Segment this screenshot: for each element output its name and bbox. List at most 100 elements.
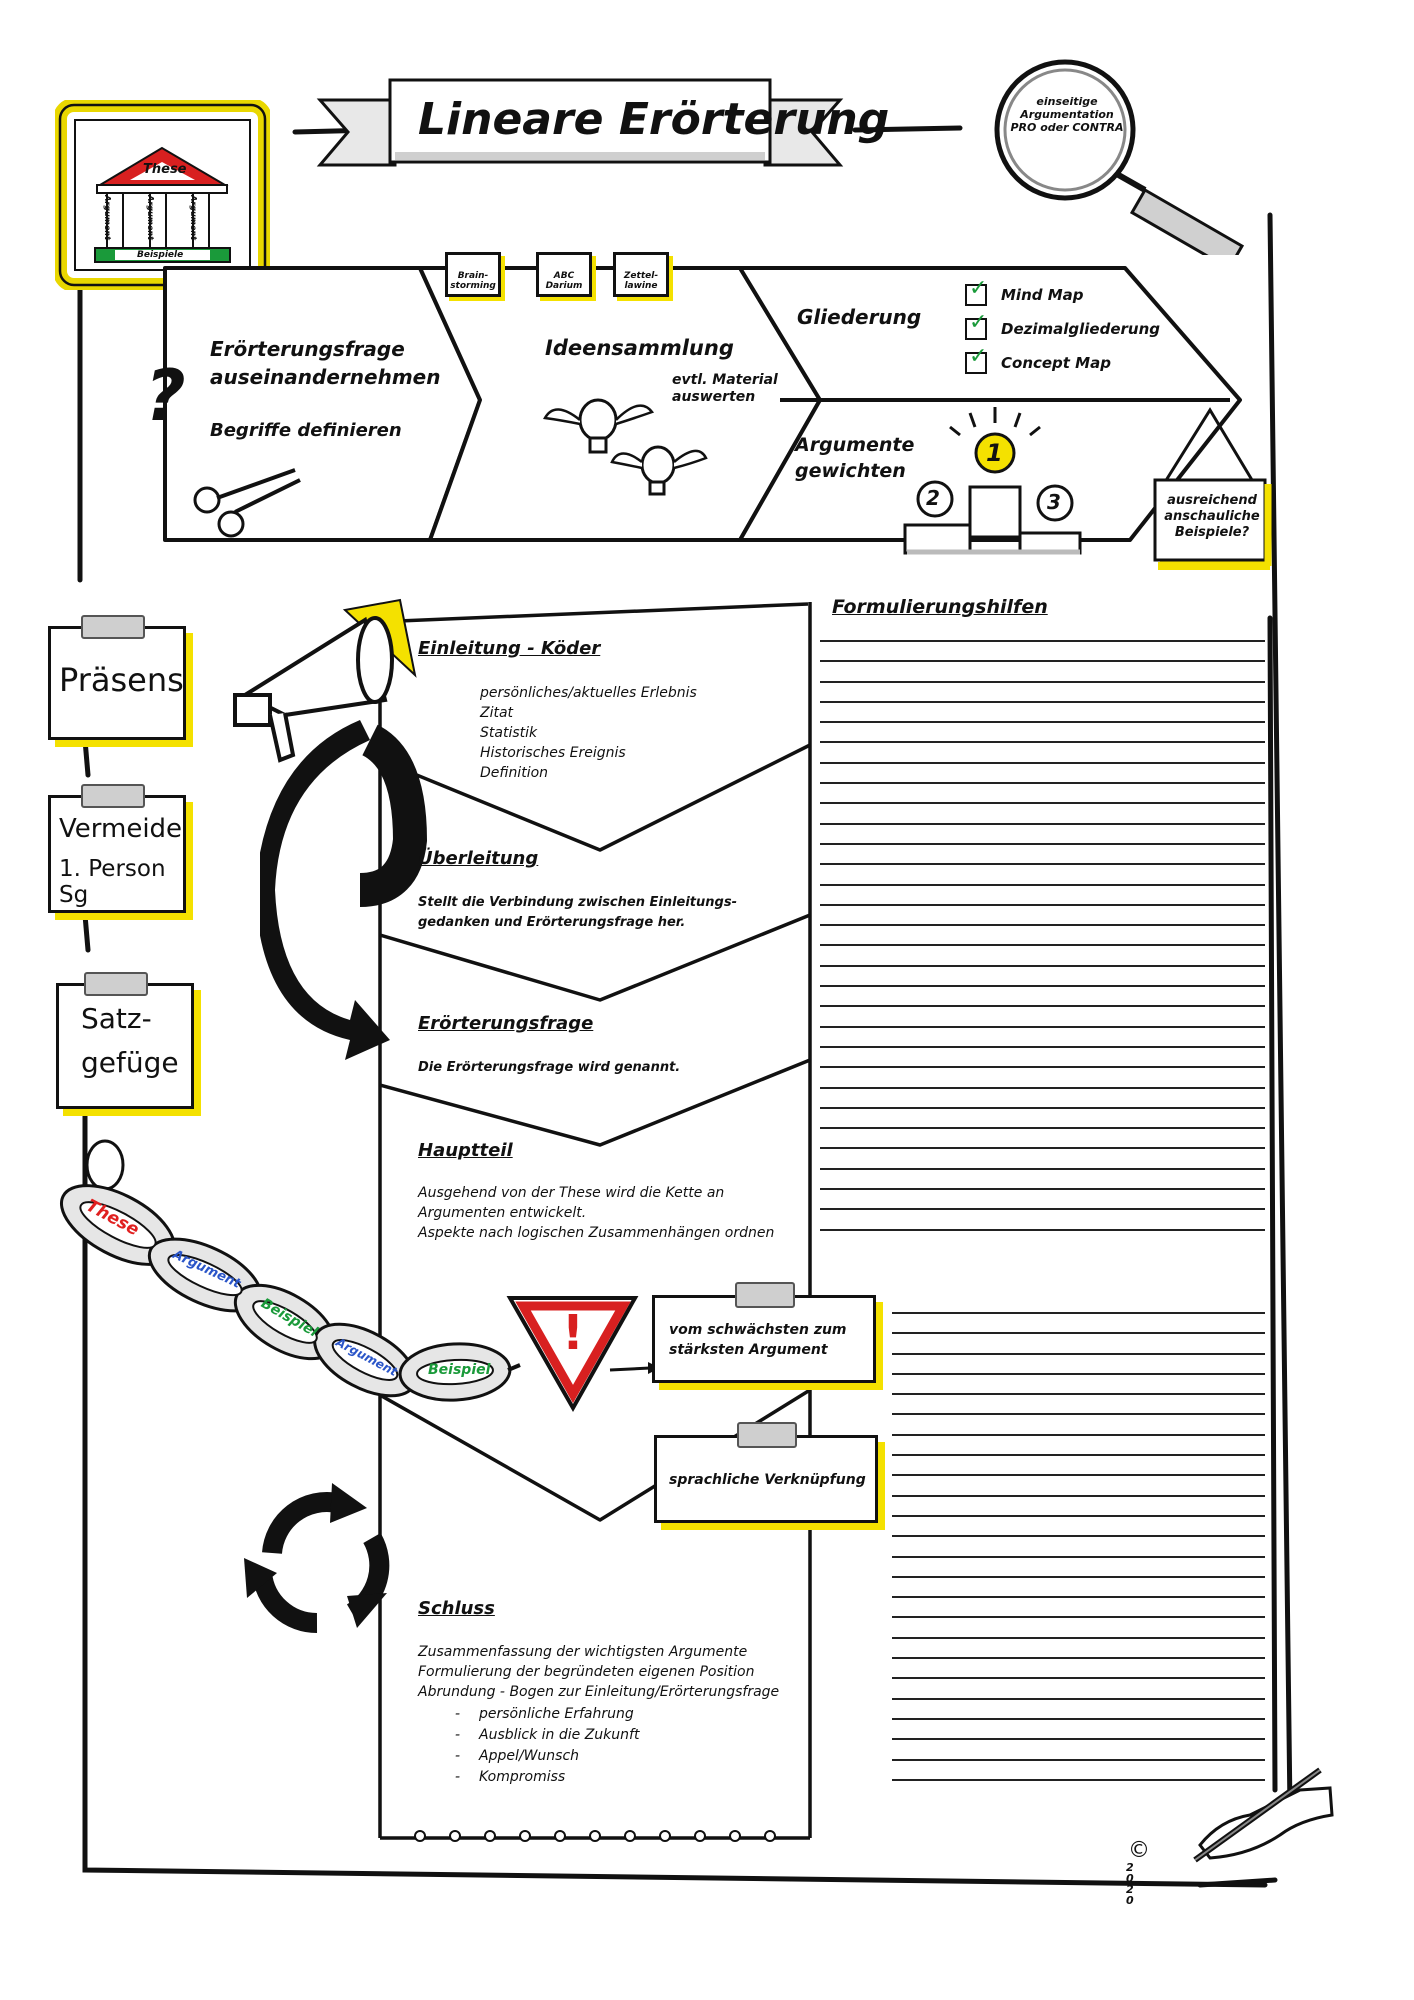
chain-label-beispiel: Beispiel xyxy=(428,1362,491,1378)
clip-note-line: sprachliche Verknüpfung xyxy=(669,1472,866,1488)
temple-frame xyxy=(53,97,272,292)
examples-sign-line: Beispiele? xyxy=(1174,525,1250,540)
cycle-arrows-icon xyxy=(244,1483,390,1634)
step2-subtitle-line: auswerten xyxy=(672,389,756,405)
step4-title: Argumente gewichten xyxy=(795,432,914,484)
outline-option-label: Mind Map xyxy=(1001,286,1084,304)
ueberleitung-text: Stellt die Verbindung zwischen Einleitun… xyxy=(418,893,737,933)
sticky-note-text: Brain- storming xyxy=(450,271,496,291)
step1-title-line: Erörterungsfrage xyxy=(210,337,405,361)
copyright-mark: © xyxy=(1128,1838,1150,1863)
step1-question-mark: ? xyxy=(145,355,186,437)
side-note-satzgefuege: Satz- gefüge xyxy=(56,972,194,1109)
step4-title-line: gewichten xyxy=(795,460,906,482)
outline-option: ✓ Dezimalgliederung xyxy=(965,310,1160,346)
ueberleitung-line: gedanken und Erörterungsfrage her. xyxy=(418,915,686,930)
lined-writing-area-lower xyxy=(892,1312,1265,1799)
schluss-bullets: -persönliche Erfahrung -Ausblick in die … xyxy=(455,1704,639,1788)
side-note-praesens: Präsens xyxy=(48,615,186,740)
scissors-icon xyxy=(193,468,301,538)
section-heading-frage: Erörterungsfrage xyxy=(418,1013,594,1034)
step4-title-line: Argumente xyxy=(795,434,915,456)
side-note-text: Satz- xyxy=(81,1002,152,1035)
podium-rank: 3 xyxy=(1047,490,1061,514)
sticky-note-brainstorming: Brain- storming xyxy=(445,252,501,297)
step1-title-line: auseinandernehmen xyxy=(210,365,441,389)
side-note-text: Präsens xyxy=(59,661,184,699)
outline-option: ✓ Mind Map xyxy=(965,276,1160,312)
hauptteil-text: Ausgehend von der These wird die Kette a… xyxy=(418,1183,774,1243)
outline-option-label: Dezimalgliederung xyxy=(1001,320,1160,338)
megaphone-icon xyxy=(233,598,417,763)
schluss-line: Zusammenfassung der wichtigsten Argument… xyxy=(418,1644,748,1660)
side-note-vermeide: Vermeide 1. Person Sg xyxy=(48,784,186,913)
schluss-line: Formulierung der begründeten eigenen Pos… xyxy=(418,1664,755,1680)
clip-note-connectives: sprachliche Verknüpfung xyxy=(654,1422,878,1523)
sticky-note-text: Zettel- lawine xyxy=(623,271,659,291)
section-heading-schluss: Schluss xyxy=(418,1598,495,1619)
schluss-bullet: -persönliche Erfahrung xyxy=(455,1706,634,1722)
step1-title: Erörterungsfrage auseinandernehmen xyxy=(210,335,440,391)
copyright-year: 2020 xyxy=(1126,1861,1134,1907)
temple-base-label: Beispiele xyxy=(137,250,184,260)
step2-subtitle: evtl. Material auswerten xyxy=(672,372,778,406)
step2-subtitle-line: evtl. Material xyxy=(672,372,778,388)
magnifier-line: Argumentation xyxy=(1020,108,1114,121)
step1-subtitle: Begriffe definieren xyxy=(210,420,402,441)
frage-text: Die Erörterungsfrage wird genannt. xyxy=(418,1060,681,1075)
page-title: Lineare Erörterung xyxy=(418,94,890,145)
einleitung-list: persönliches/aktuelles Erlebnis Zitat St… xyxy=(480,683,697,783)
schluss-text: Zusammenfassung der wichtigsten Argument… xyxy=(418,1642,779,1702)
schluss-bullet: -Ausblick in die Zukunft xyxy=(455,1727,640,1743)
examples-sign-line: anschauliche xyxy=(1164,509,1260,524)
warning-mark: ! xyxy=(562,1305,584,1361)
checkbox-icon: ✓ xyxy=(965,344,987,374)
einleitung-item: Historisches Ereignis xyxy=(480,745,626,761)
sticky-note-text: ABC Darium xyxy=(545,271,583,291)
schluss-bullet: -Appel/Wunsch xyxy=(455,1748,580,1764)
sticky-note-abc-darium: ABC Darium xyxy=(536,252,592,297)
magnifier-icon xyxy=(994,59,1245,255)
sticky-note-zettellawine: Zettel- lawine xyxy=(613,252,669,297)
side-note-text: Vermeide xyxy=(59,814,183,844)
process-arrows xyxy=(163,266,1272,570)
schluss-bullet: -Kompromiss xyxy=(455,1769,566,1785)
clip-note-line: stärksten Argument xyxy=(669,1342,828,1358)
temple-roof-label: These xyxy=(143,162,187,177)
outline-option: ✓ Concept Map xyxy=(965,344,1160,380)
step3-title: Gliederung xyxy=(797,305,922,329)
hauptteil-line: Ausgehend von der These wird die Kette a… xyxy=(418,1185,725,1201)
einleitung-item: Statistik xyxy=(480,725,538,741)
podium-icon xyxy=(903,407,1082,555)
section-heading-ueberleitung: Überleitung xyxy=(418,848,539,869)
checkbox-icon: ✓ xyxy=(965,310,987,340)
formulierungshilfen-heading: Formulierungshilfen xyxy=(832,596,1048,618)
clip-note-order: vom schwächsten zum stärksten Argument xyxy=(652,1282,876,1383)
podium-rank: 2 xyxy=(926,486,940,510)
magnifier-text: einseitige Argumentation PRO oder CONTRA xyxy=(1008,95,1126,134)
einleitung-item: Definition xyxy=(480,765,549,781)
step2-title: Ideensammlung xyxy=(545,336,734,360)
ueberleitung-line: Stellt die Verbindung zwischen Einleitun… xyxy=(418,895,737,910)
einleitung-item: persönliches/aktuelles Erlebnis xyxy=(480,685,697,701)
clip-note-line: vom schwächsten zum xyxy=(669,1322,847,1338)
side-note-text: gefüge xyxy=(81,1046,179,1079)
section-heading-einleitung: Einleitung - Köder xyxy=(418,638,601,659)
title-banner xyxy=(316,78,844,167)
side-note-text: 1. Person Sg xyxy=(59,856,166,908)
lined-writing-area xyxy=(820,640,1265,1249)
hauptteil-line: Argumenten entwickelt. xyxy=(418,1205,587,1221)
podium-rank: 1 xyxy=(986,439,1003,467)
einleitung-item: Zitat xyxy=(480,705,514,721)
magnifier-line: einseitige xyxy=(1036,95,1098,108)
warning-icon xyxy=(506,1296,639,1413)
outline-option-label: Concept Map xyxy=(1001,354,1111,372)
curved-arrow-icon xyxy=(260,720,428,1060)
examples-sign: ausreichend anschauliche Beispiele? xyxy=(1160,493,1264,541)
checkbox-icon: ✓ xyxy=(965,276,987,306)
section-heading-hauptteil: Hauptteil xyxy=(418,1140,513,1161)
hauptteil-line: Aspekte nach logischen Zusammenhängen or… xyxy=(418,1225,775,1241)
examples-sign-line: ausreichend xyxy=(1167,493,1257,508)
